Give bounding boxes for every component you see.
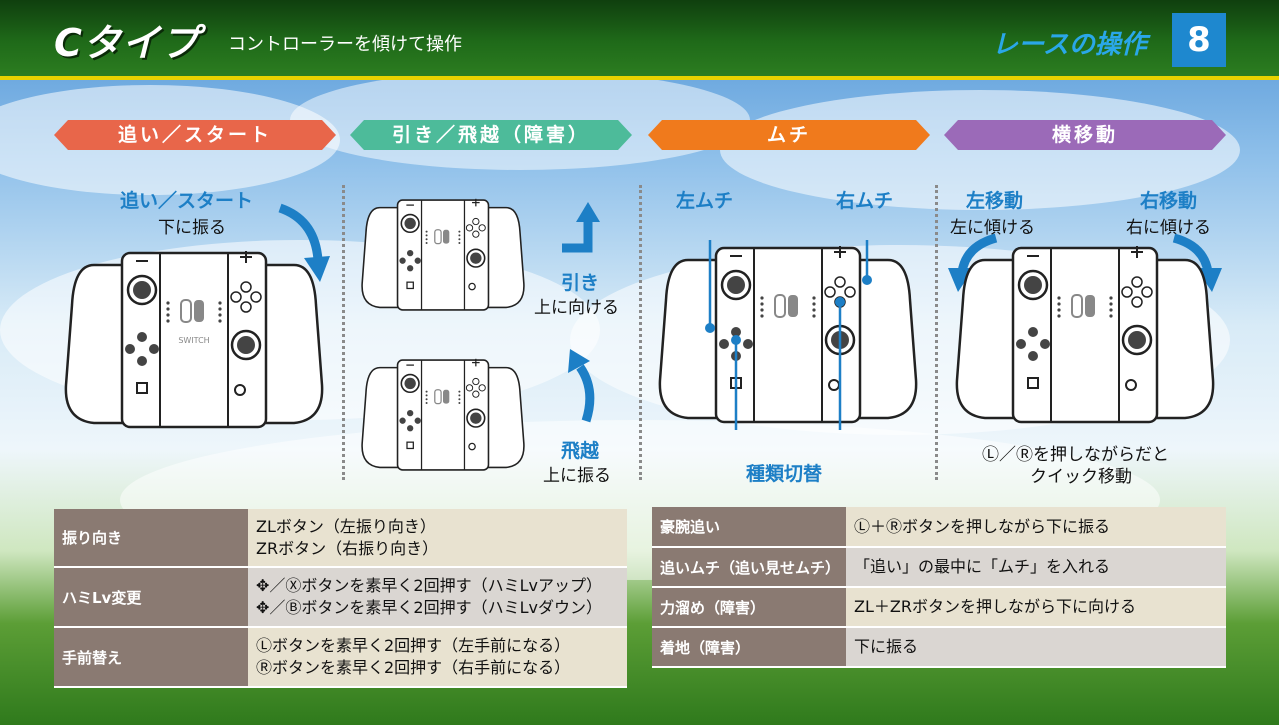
ribbon-chase: 追い／スタート <box>54 120 336 150</box>
table-row: 豪腕追い Ⓛ＋Ⓡボタンを押しながら下に振る <box>652 507 1226 548</box>
row-value: 下に振る <box>846 627 1226 668</box>
page-header: Cタイプ コントローラーを傾けて操作 レースの操作 8 <box>0 0 1279 80</box>
chase-action-label: 追い／スタート <box>120 190 254 212</box>
row-key: 豪腕追い <box>652 507 846 548</box>
table-row: 振り向き ZLボタン（左振り向き）ZRボタン（右振り向き） <box>54 509 627 568</box>
table-row: 手前替え Ⓛボタンを素早く2回押す（左手前になる）Ⓡボタンを素早く2回押す（右手… <box>54 627 627 688</box>
row-value: 「追い」の最中に「ムチ」を入れる <box>846 547 1226 588</box>
table-row: 追いムチ（追い見せムチ） 「追い」の最中に「ムチ」を入れる <box>652 547 1226 588</box>
arrow-down-icon <box>278 203 330 282</box>
section-title: レースの操作 <box>992 30 1147 60</box>
chase-motion-label: 下に振る <box>158 218 226 238</box>
controller-image <box>955 244 1215 424</box>
quick-move-note-2: クイック移動 <box>1030 467 1132 487</box>
controls-table-left: 振り向き ZLボタン（左振り向き）ZRボタン（右振り向き） ハミLv変更 ✥／Ⓧ… <box>54 509 627 688</box>
row-key: 手前替え <box>54 627 248 688</box>
whip-left-label: 左ムチ <box>676 190 734 212</box>
controller-image: SWITCH <box>64 249 324 429</box>
row-key: 振り向き <box>54 509 248 568</box>
brand-text: SWITCH <box>178 336 209 345</box>
arrow-curve-up-icon <box>568 349 595 423</box>
lateral-left-label: 左移動 <box>966 190 1024 212</box>
row-key: 力溜め（障害） <box>652 587 846 628</box>
ribbon-pull-jump: 引き／飛越（障害） <box>350 120 632 150</box>
pull-motion-label: 上に向ける <box>534 298 619 318</box>
jump-label: 飛越 <box>561 440 600 462</box>
page-number: 8 <box>1172 13 1226 67</box>
table-row: 着地（障害） 下に振る <box>652 627 1226 668</box>
row-value: Ⓛボタンを素早く2回押す（左手前になる）Ⓡボタンを素早く2回押す（右手前になる） <box>248 627 627 688</box>
row-value: Ⓛ＋Ⓡボタンを押しながら下に振る <box>846 507 1226 548</box>
row-value: ZLボタン（左振り向き）ZRボタン（右振り向き） <box>248 509 627 568</box>
lateral-right-label: 右移動 <box>1140 190 1198 212</box>
table-row: ハミLv変更 ✥／Ⓧボタンを素早く2回押す（ハミLvアップ）✥／Ⓑボタンを素早く… <box>54 567 627 628</box>
controller-image <box>658 240 918 430</box>
quick-move-note: Ⓛ／Ⓡを押しながらだと <box>982 445 1169 465</box>
panel-divider <box>935 185 938 480</box>
panel-divider <box>342 185 345 480</box>
arrow-up-icon <box>562 202 600 253</box>
panel-divider <box>639 185 642 480</box>
jump-motion-label: 上に振る <box>543 466 611 486</box>
table-row: 力溜め（障害） ZL＋ZRボタンを押しながら下に向ける <box>652 587 1226 628</box>
whip-right-label: 右ムチ <box>836 190 894 212</box>
whip-switch-label: 種類切替 <box>746 463 823 485</box>
row-value: ✥／Ⓧボタンを素早く2回押す（ハミLvアップ）✥／Ⓑボタンを素早く2回押す（ハミ… <box>248 567 627 628</box>
row-key: 追いムチ（追い見せムチ） <box>652 547 846 588</box>
page-subtitle: コントローラーを傾けて操作 <box>228 34 462 55</box>
controller-image <box>361 198 525 311</box>
row-key: ハミLv変更 <box>54 567 248 628</box>
controls-table-right: 豪腕追い Ⓛ＋Ⓡボタンを押しながら下に振る 追いムチ（追い見せムチ） 「追い」の… <box>652 507 1226 668</box>
row-value: ZL＋ZRボタンを押しながら下に向ける <box>846 587 1226 628</box>
ribbon-lateral: 横移動 <box>944 120 1226 150</box>
lateral-left-motion: 左に傾ける <box>950 218 1035 238</box>
ribbon-whip: ムチ <box>648 120 930 150</box>
pull-label: 引き <box>561 272 600 294</box>
row-key: 着地（障害） <box>652 627 846 668</box>
lateral-right-motion: 右に傾ける <box>1126 218 1211 238</box>
page-title: Cタイプ <box>54 21 200 65</box>
controller-image <box>361 357 525 471</box>
